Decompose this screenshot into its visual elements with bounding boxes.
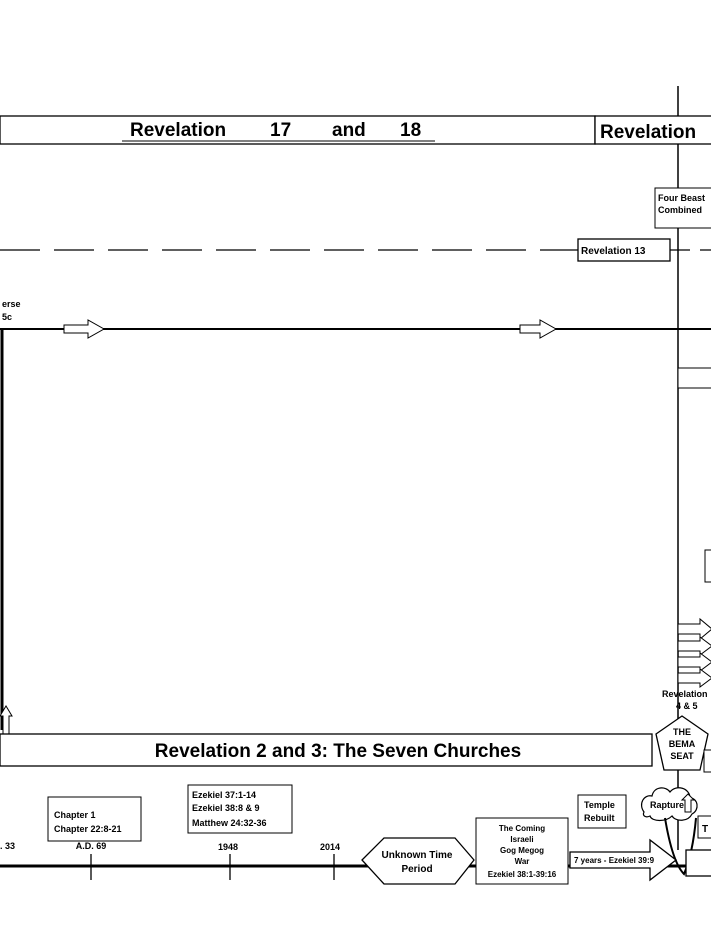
rapture-cloud: Rapture <box>640 787 698 822</box>
right-end-box <box>685 849 711 877</box>
chapter-line1: Chapter 1 <box>54 810 96 820</box>
label-ad33: . 33 <box>0 841 15 851</box>
bema-line3: SEAT <box>670 751 694 761</box>
label-1948: 1948 <box>218 842 238 852</box>
rapture-v-curve <box>664 817 697 876</box>
hollow-arrow-2 <box>519 319 558 339</box>
banner-rev-and: and <box>332 120 366 141</box>
up-arrow-left <box>0 705 13 735</box>
seven-years-label: 7 years - Ezekiel 39:9 <box>574 856 655 865</box>
t-fragment-label: T <box>702 824 708 835</box>
rapture-up-arrow <box>680 793 696 813</box>
gog-line5: Ezekiel 38:1-39:16 <box>488 870 557 879</box>
banner-rev-right: Revelation <box>594 115 711 145</box>
gog-line2: Israeli <box>510 835 533 844</box>
right-arrow-4 <box>677 668 711 688</box>
gog-line4: War <box>515 857 530 866</box>
right-arrow-3 <box>677 652 711 672</box>
four-beasts-line2: Combined <box>658 205 702 215</box>
four-beasts-line1: Four Beast <box>658 193 705 203</box>
chapter-line2: Chapter 22:8-21 <box>54 824 122 834</box>
label-2014: 2014 <box>320 842 340 852</box>
banner-rev-right-text: Revelation <box>600 122 696 143</box>
banner-rev-17-18: Revelation 17 and 18 <box>0 115 596 145</box>
verse-fragment-line2: 5c <box>2 312 12 322</box>
banner-rev-18: 18 <box>400 120 421 141</box>
chapter-box: Chapter 1 Chapter 22:8-21 <box>47 796 142 842</box>
ezekiel-line2: Ezekiel 38:8 & 9 <box>192 803 260 813</box>
bema-line1: THE <box>673 727 691 737</box>
verse-fragment-line1: erse <box>2 299 21 309</box>
bema-line2: BEMA <box>669 739 696 749</box>
rev4-5-line1: Revelation <box>662 689 708 699</box>
unknown-time-period: Unknown Time Period <box>361 837 475 885</box>
gog-line3: Gog Megog <box>500 846 544 855</box>
seven-churches-text: Revelation 2 and 3: The Seven Churches <box>155 741 521 762</box>
bema-side-fragment <box>703 749 711 773</box>
seven-churches-banner: Revelation 2 and 3: The Seven Churches <box>0 733 653 767</box>
gog-line1: The Coming <box>499 824 545 833</box>
rev13-label: Revelation 13 <box>581 246 646 257</box>
unknown-line2: Period <box>401 864 432 875</box>
bema-seat: THE BEMA SEAT <box>655 715 709 771</box>
right-box-fragment-1 <box>677 367 711 389</box>
label-ad69: A.D. 69 <box>76 841 107 851</box>
ezekiel-line1: Ezekiel 37:1-14 <box>192 790 256 800</box>
rev4-5-line2: 4 & 5 <box>676 701 698 711</box>
temple-rebuilt-box: Temple Rebuilt <box>577 794 627 829</box>
right-arrow-1 <box>677 617 711 641</box>
ezekiel-matthew-box: Ezekiel 37:1-14 Ezekiel 38:8 & 9 Matthew… <box>187 784 293 834</box>
hollow-arrow-1 <box>63 319 106 339</box>
four-beasts-box: Four Beast Combined <box>654 187 711 229</box>
seven-years-arrow: 7 years - Ezekiel 39:9 <box>569 838 678 882</box>
unknown-line1: Unknown Time <box>382 850 453 861</box>
ezekiel-line3: Matthew 24:32-36 <box>192 818 267 828</box>
banner-rev-word: Revelation <box>130 120 226 141</box>
banner-rev-17: 17 <box>270 120 291 141</box>
gog-magog-box: The Coming Israeli Gog Megog War Ezekiel… <box>475 817 569 885</box>
rapture-label: Rapture <box>650 800 684 810</box>
temple-line2: Rebuilt <box>584 813 615 823</box>
right-box-fragment-2 <box>704 549 711 583</box>
t-fragment-box <box>697 815 711 839</box>
right-arrow-2 <box>677 636 711 656</box>
temple-line1: Temple <box>584 800 615 810</box>
rev13-box: Revelation 13 <box>577 238 671 262</box>
